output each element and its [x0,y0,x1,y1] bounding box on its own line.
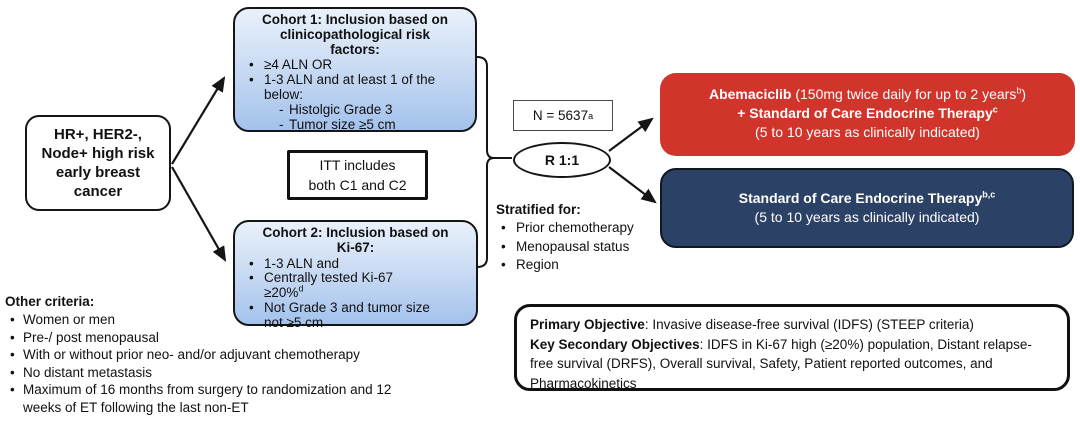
list-item: Menopausal status [496,238,666,257]
stratification-list: Prior chemotherapy Menopausal status Reg… [496,219,666,275]
other-criteria-block: Other criteria: Women or men Pre-/ post … [5,294,483,416]
other-criteria-list: Women or men Pre-/ post menopausal With … [5,311,483,416]
soc-arm-box: Standard of Care Endocrine Therapyb,c (5… [660,168,1074,248]
population-box: HR+, HER2-, Node+ high risk early breast… [25,115,171,211]
bullet-item: Centrally tested Ki-67 ≥20%d [243,271,468,301]
bullet-item: 1-3 ALN and at least 1 of the below: [243,72,467,103]
list-item: Prior chemotherapy [496,219,666,238]
objectives-box: Primary Objective: Invasive disease-free… [514,304,1070,391]
list-item: Pre-/ post menopausal [5,329,483,347]
bullet-item: ≥4 ALN OR [243,57,467,73]
cohort1-box: Cohort 1: Inclusion based on clinicopath… [233,7,477,132]
abemaciclib-arm-line3: (5 to 10 years as clinically indicated) [755,124,980,140]
cohort1-heading: Cohort 1: Inclusion based on clinicopath… [261,12,448,57]
superscript-bc: b,c [982,189,996,200]
arrow-randomization-to-abemaciclib-arm [608,117,654,152]
sample-size-text: N = 5637 [532,108,589,123]
primary-objective: Primary Objective: Invasive disease-free… [530,317,974,332]
arrow-randomization-to-soc-arm [608,166,657,204]
brace-bottom-segment [476,157,495,268]
superscript-b: b [1016,85,1022,96]
list-item: With or without prior neo- and/or adjuva… [5,346,483,364]
list-item: No distant metastasis [5,364,483,382]
soc-arm-line2: (5 to 10 years as clinically indicated) [754,209,980,225]
arrow-leftbox-to-cohort1 [171,76,226,165]
cohort1-bullet-list: ≥4 ALN OR 1-3 ALN and at least 1 of the … [243,57,467,103]
randomization-oval: R 1:1 [513,142,611,178]
brace-top-segment [476,56,512,159]
superscript-c: c [992,104,998,115]
list-item: Maximum of 16 months from surgery to ran… [5,381,483,416]
cohort2-box: Cohort 2: Inclusion based on Ki-67: 1-3 … [233,220,478,330]
bullet-item: 1-3 ALN and [243,256,468,272]
abemaciclib-arm-line2: + Standard of Care Endocrine Therapyc [737,104,998,121]
arrow-leftbox-to-cohort2 [171,166,227,262]
stratification-block: Stratified for: Prior chemotherapy Menop… [496,202,666,275]
soc-arm-line1: Standard of Care Endocrine Therapyb,c [738,189,996,206]
itt-note-text: ITT includes both C1 and C2 [308,157,407,193]
randomization-label: R 1:1 [544,152,580,168]
abemaciclib-arm-box: Abemaciclib (150mg twice daily for up to… [660,73,1075,156]
cohort1-sub-list: Histolgic Grade 3 Tumor size ≥5 cm [243,102,467,133]
list-item: Region [496,256,666,275]
cohort2-heading: Cohort 2: Inclusion based on Ki-67: [262,225,449,255]
population-text: HR+, HER2-, Node+ high risk early breast… [41,126,155,200]
other-criteria-title: Other criteria: [5,294,95,309]
itt-note-box: ITT includes both C1 and C2 [287,150,428,200]
sub-bullet-item: Tumor size ≥5 cm [243,117,467,133]
stratification-title: Stratified for: [496,202,581,217]
abemaciclib-arm-line1: Abemaciclib (150mg twice daily for up to… [708,85,1027,102]
list-item: Women or men [5,311,483,329]
superscript-d: d [298,283,304,294]
sub-bullet-item: Histolgic Grade 3 [243,102,467,118]
secondary-objectives: Key Secondary Objectives: IDFS in Ki-67 … [530,336,1032,391]
